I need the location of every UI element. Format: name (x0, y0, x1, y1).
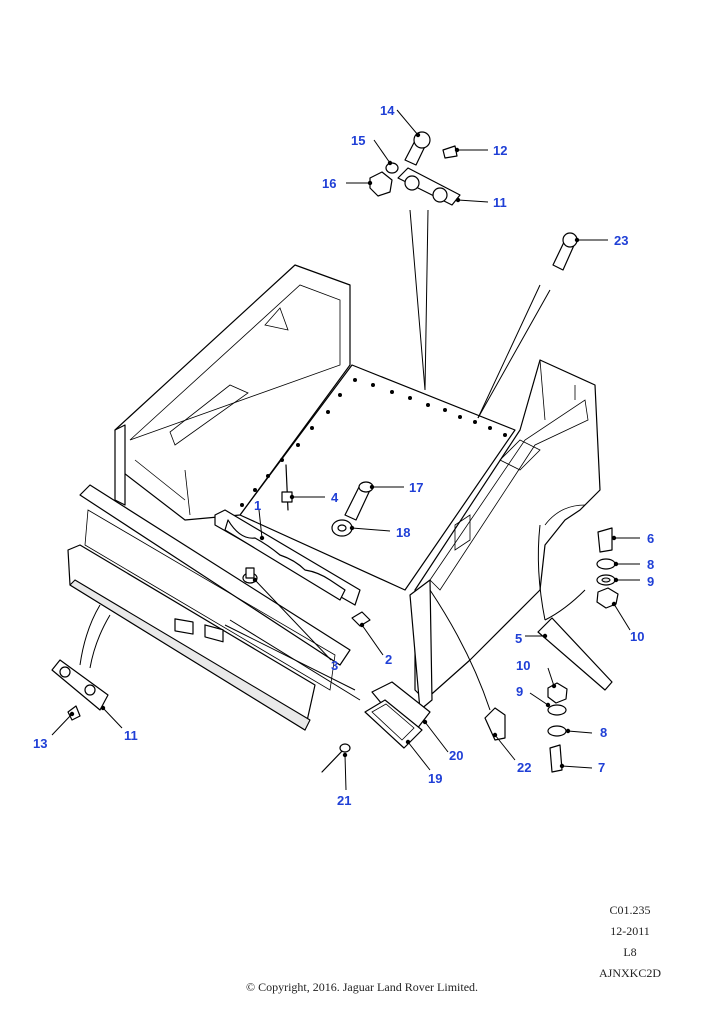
part-19-frame (364, 699, 423, 749)
figure-part-code: AJNXKC2D (598, 966, 661, 980)
callout-7: 7 (598, 760, 605, 775)
part-11-plate-top (397, 167, 461, 206)
callout-18: 18 (396, 525, 410, 540)
part-18-bush (331, 519, 353, 537)
callout-15: 15 (351, 133, 365, 148)
part-6-bolt (597, 527, 613, 553)
floor-holes (226, 378, 507, 522)
part-17-bolt (344, 481, 374, 521)
callout-20: 20 (449, 748, 463, 763)
callout-9-b: 9 (516, 684, 523, 699)
part-5-stay (537, 617, 613, 691)
part-9-washer-b (547, 704, 567, 716)
callout-9-a: 9 (647, 574, 654, 589)
callout-23: 23 (614, 233, 628, 248)
callout-19: 19 (428, 771, 442, 786)
figure-reference: C01.235 (609, 903, 651, 917)
figure-info: C01.235 12-2011 L8 AJNXKC2D (560, 900, 700, 984)
part-16-nut (369, 171, 393, 197)
callout-17: 17 (409, 480, 423, 495)
figure-date: 12-2011 (610, 924, 650, 938)
callout-8-b: 8 (600, 725, 607, 740)
part-11-plate-left (51, 659, 109, 711)
part-8-washer-b (547, 725, 567, 737)
callout-13: 13 (33, 736, 47, 751)
callout-labels: 14 15 16 12 11 23 1 4 17 18 6 8 9 10 5 2… (33, 103, 654, 808)
callout-8-a: 8 (647, 557, 654, 572)
part-2-pad (351, 611, 371, 627)
callout-22: 22 (517, 760, 531, 775)
part-1-bracket (214, 509, 361, 606)
callout-16: 16 (322, 176, 336, 191)
callout-5: 5 (515, 631, 522, 646)
tailgate (67, 484, 351, 731)
part-23-bolt (552, 232, 578, 271)
part-7-bolt (549, 744, 563, 773)
callout-14: 14 (380, 103, 395, 118)
callout-4: 4 (331, 490, 339, 505)
copyright-notice: © Copyright, 2016. Jaguar Land Rover Lim… (245, 980, 479, 994)
part-21-pin (321, 743, 351, 773)
callout-12: 12 (493, 143, 507, 158)
part-12-screw (442, 145, 458, 159)
part-8-washer-a (596, 558, 616, 570)
callout-10-b: 10 (516, 658, 530, 673)
callout-11-top: 11 (493, 195, 507, 210)
callout-6: 6 (647, 531, 654, 546)
leader-dots (69, 132, 619, 769)
part-10-nut-b (547, 682, 568, 704)
leader-lines (51, 109, 640, 791)
part-13-screw (67, 705, 81, 721)
part-15-washer (385, 162, 399, 174)
callout-10-a: 10 (630, 629, 644, 644)
cargo-body (114, 264, 601, 711)
figure-level: L8 (623, 945, 637, 959)
part-9-washer-a (596, 574, 616, 586)
callout-3: 3 (331, 658, 338, 673)
callout-2: 2 (385, 652, 392, 667)
callout-21: 21 (337, 793, 351, 808)
callout-11-left: 11 (124, 728, 138, 743)
callout-1: 1 (254, 498, 261, 513)
